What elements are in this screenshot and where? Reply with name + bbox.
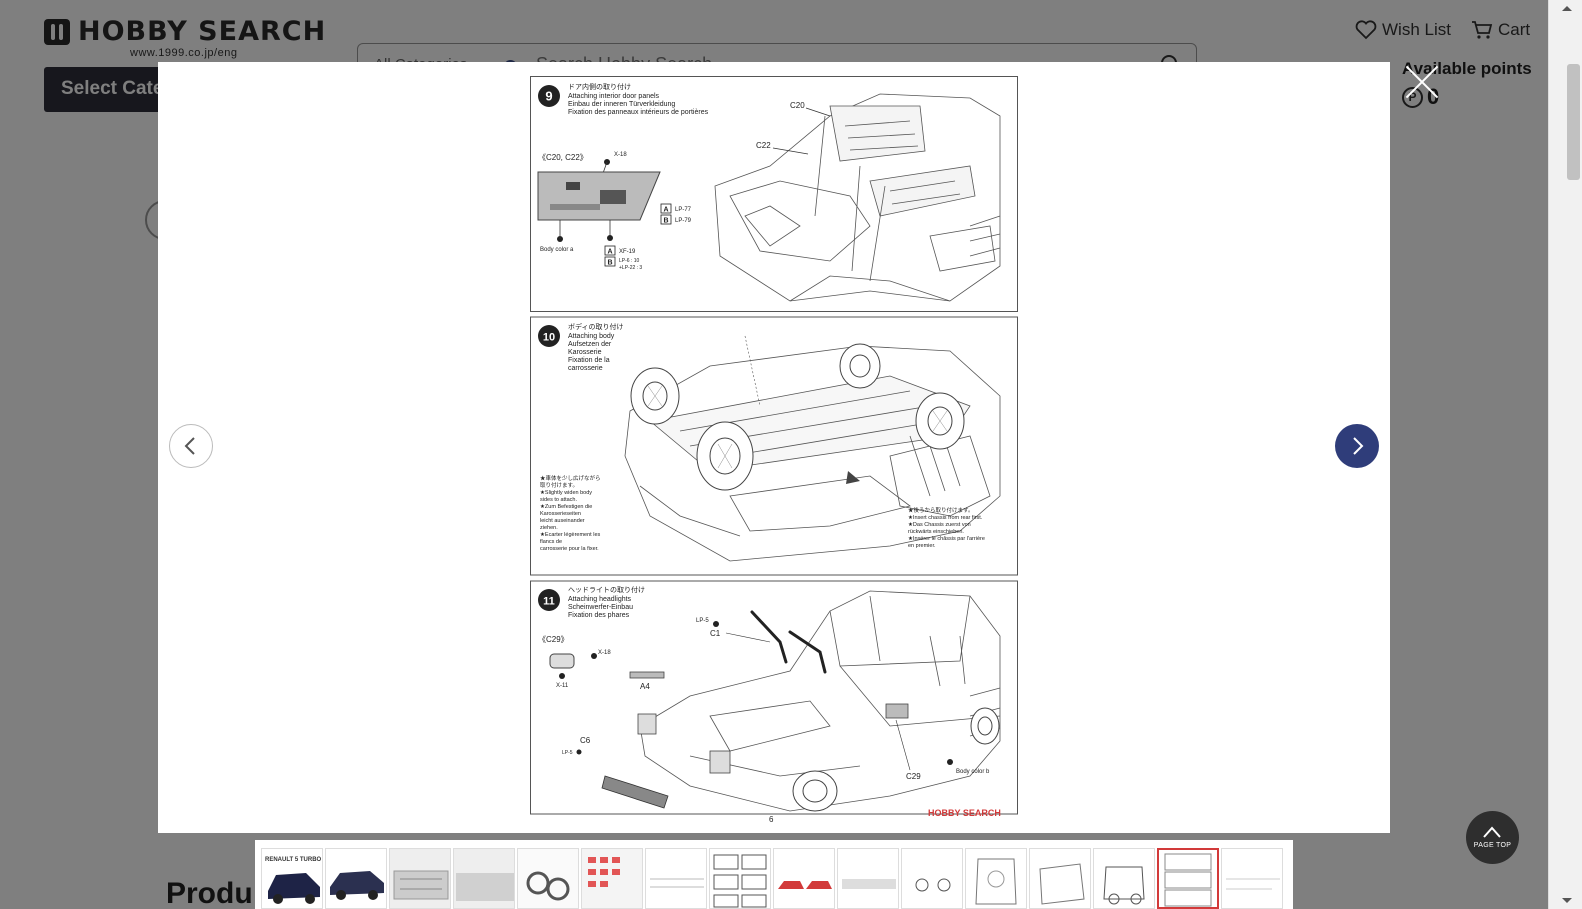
thumbnail-15-active[interactable]	[1157, 848, 1219, 909]
thumbnail-6[interactable]	[581, 848, 643, 909]
next-image-button[interactable]	[1335, 424, 1379, 468]
image-lightbox: 9 ドア内側の取り付け Attaching interior door pane…	[158, 62, 1390, 833]
step-title-en: Attaching interior door panels	[568, 93, 660, 100]
step-9-panel: 9 ドア内側の取り付け Attaching interior door pane…	[537, 82, 1001, 302]
thumbnail-4[interactable]	[453, 848, 515, 909]
thumbnail-8[interactable]	[709, 848, 771, 909]
paint-a: XF-19	[619, 249, 636, 255]
svg-text:★Zum Befestigen die: ★Zum Befestigen die	[540, 503, 592, 510]
step-title-en: Attaching body	[568, 333, 615, 340]
chevron-left-icon	[184, 437, 195, 455]
step-title-fr2: carrosserie	[568, 365, 603, 372]
paint-b: LP-6 : 10	[619, 258, 640, 264]
thumbnail-14[interactable]	[1093, 848, 1155, 909]
step-title-fr: Fixation de la	[568, 357, 610, 364]
svg-text:B: B	[608, 260, 613, 267]
scroll-down-arrow-icon[interactable]	[1562, 898, 1572, 903]
svg-text:leicht auseinander: leicht auseinander	[540, 518, 585, 524]
svg-text:取り付けます。: 取り付けます。	[540, 481, 578, 489]
thumbnail-3[interactable]	[389, 848, 451, 909]
thumbnail-5[interactable]	[517, 848, 579, 909]
instruction-sheet-image: 9 ドア内側の取り付け Attaching interior door pane…	[530, 76, 1018, 824]
part-c29: C29	[906, 772, 921, 781]
paint-b-extra: +LP-22 : 3	[619, 265, 642, 271]
svg-text:ziehen.: ziehen.	[540, 525, 558, 531]
step-title-de: Scheinwerfer-Einbau	[568, 604, 633, 611]
screw-label: X-18	[614, 152, 627, 158]
svg-text:★Das Chassis zuerst von: ★Das Chassis zuerst von	[908, 521, 971, 528]
part-c20: C20	[790, 101, 805, 110]
page-top-button[interactable]: PAGE TOP	[1466, 811, 1519, 864]
step-title-jp: ドア内側の取り付け	[568, 82, 631, 91]
thumb-title: RENAULT 5 TURBO	[265, 857, 322, 863]
thumbnail-12[interactable]	[965, 848, 1027, 909]
page-scrollbar[interactable]	[1548, 0, 1582, 909]
svg-text:flancs de: flancs de	[540, 539, 562, 545]
step-title-jp: ヘッドライトの取り付け	[568, 585, 645, 594]
svg-text:★Slightly widen body: ★Slightly widen body	[540, 489, 592, 496]
hobby-search-watermark: HOBBY SEARCH	[928, 808, 1001, 818]
thumbnail-11[interactable]	[901, 848, 963, 909]
part-c22: C22	[756, 141, 771, 150]
page-number: 6	[769, 815, 774, 824]
step-title-fr: Fixation des panneaux intérieurs de port…	[568, 109, 709, 116]
prev-image-button[interactable]	[169, 424, 213, 468]
svg-text:en premier.: en premier.	[908, 543, 936, 549]
svg-text:rückwärts einschieben.: rückwärts einschieben.	[908, 529, 964, 535]
chevron-up-icon	[1483, 826, 1501, 838]
svg-text:★Insert chassis from rear firs: ★Insert chassis from rear first.	[908, 514, 983, 521]
close-button[interactable]	[1402, 62, 1442, 102]
scroll-up-arrow-icon[interactable]	[1562, 6, 1572, 11]
body-color-label: Body color b	[956, 769, 990, 775]
step-10-note-right: ★後ろから取り付けます。 ★Insert chassis from rear f…	[908, 506, 985, 549]
paint-b-door: LP-79	[675, 218, 692, 224]
svg-text:B: B	[664, 218, 669, 225]
part-a4: A4	[640, 682, 650, 691]
step-title-de2: Karosserie	[568, 349, 602, 356]
page-top-label: PAGE TOP	[1473, 842, 1512, 849]
thumbnail-9[interactable]	[773, 848, 835, 909]
part-c6: C6	[580, 736, 591, 745]
paint-lp5: LP-5	[696, 618, 709, 624]
svg-text:A: A	[664, 207, 669, 214]
svg-text:★車体を少し広げながら: ★車体を少し広げながら	[540, 474, 601, 482]
thumbnail-2[interactable]	[325, 848, 387, 909]
thumbnail-1[interactable]: RENAULT 5 TURBO	[261, 848, 323, 909]
step-number: 11	[543, 596, 555, 608]
parts-note: 《C29》	[538, 635, 569, 644]
paint-lp5-b: LP-5	[562, 750, 573, 756]
thumbnail-16[interactable]	[1221, 848, 1283, 909]
scrollbar-thumb[interactable]	[1567, 64, 1580, 180]
step-10-panel: 10 ボディの取り付け Attaching body Aufsetzen der…	[538, 322, 1001, 562]
step-title-fr: Fixation des phares	[568, 612, 630, 619]
svg-text:★Insérer le châssis par l'arri: ★Insérer le châssis par l'arrière	[908, 535, 985, 542]
screw-label: X-18	[598, 650, 611, 656]
svg-text:★後ろから取り付けます。: ★後ろから取り付けます。	[908, 506, 973, 514]
thumbnail-7[interactable]	[645, 848, 707, 909]
step-title-de: Einbau der inneren Türverkleidung	[568, 101, 675, 108]
svg-text:Karosserieseiten: Karosserieseiten	[540, 511, 581, 517]
parts-note: 《C20, C22》	[538, 153, 588, 162]
step-title-en: Attaching headlights	[568, 596, 632, 603]
thumbnail-strip: RENAULT 5 TURBO	[255, 840, 1293, 909]
body-color-label: Body color a	[540, 247, 574, 253]
step-number: 10	[543, 332, 555, 344]
svg-text:sides to attach.: sides to attach.	[540, 497, 577, 503]
step-number: 9	[545, 89, 552, 104]
step-11-panel: 11 ヘッドライトの取り付け Attaching headlights Sche…	[538, 585, 1001, 812]
step-title-jp: ボディの取り付け	[568, 322, 624, 331]
thumbnail-10[interactable]	[837, 848, 899, 909]
screw-label-2: X-11	[556, 683, 569, 689]
paint-a-door: LP-77	[675, 207, 692, 213]
svg-text:A: A	[608, 249, 613, 256]
step-title-de: Aufsetzen der	[568, 341, 612, 348]
step-10-note-left: ★車体を少し広げながら 取り付けます。 ★Slightly widen body…	[540, 474, 601, 552]
chevron-right-icon	[1353, 437, 1364, 455]
svg-text:★Ecarter légèrement les: ★Ecarter légèrement les	[540, 531, 601, 538]
thumbnail-13[interactable]	[1029, 848, 1091, 909]
svg-text:carrosserie pour la fixer.: carrosserie pour la fixer.	[540, 546, 599, 552]
step-number-badge	[538, 85, 560, 107]
part-c1: C1	[710, 629, 721, 638]
